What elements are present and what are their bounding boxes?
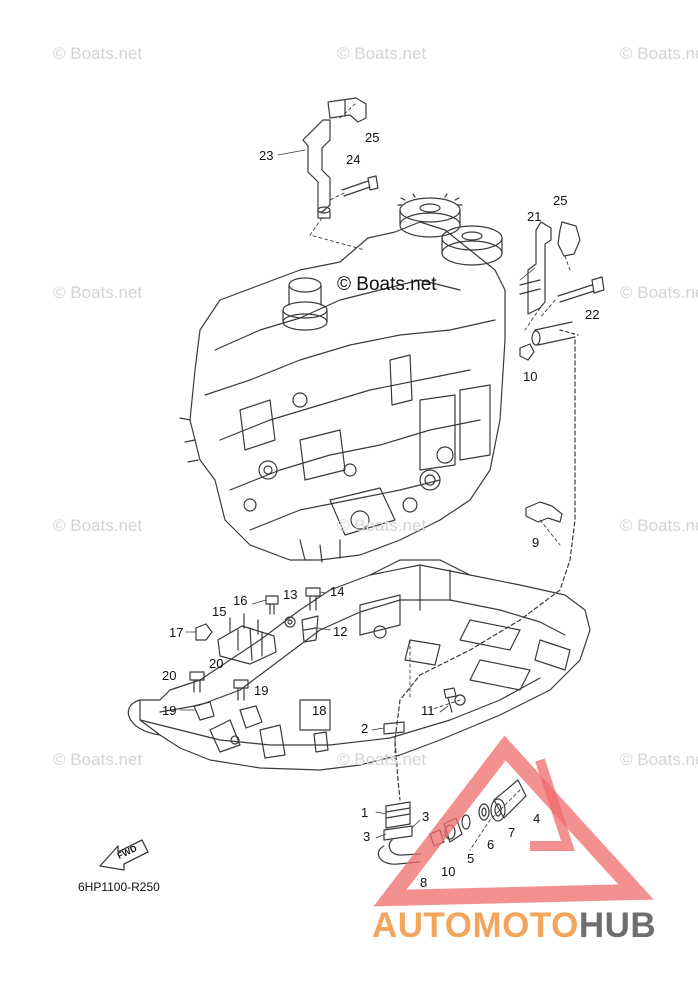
automotohub-logo-text: AUTOMOTOHUB (372, 906, 656, 946)
clip-19-left (193, 701, 215, 721)
washer-7 (478, 803, 490, 821)
clamp-25-right (557, 221, 581, 257)
callout-4: 4 (533, 811, 541, 826)
watermark: © Boats.net (53, 283, 143, 302)
ring-6 (461, 814, 471, 830)
watermark: © Boats.net (53, 516, 143, 535)
callout-13: 13 (283, 587, 298, 602)
leader-lines (309, 103, 571, 851)
watermark: © Boats.net (53, 750, 143, 769)
fwd-arrow-icon (99, 839, 149, 871)
callout-5: 5 (467, 851, 475, 866)
clip-9 (525, 501, 563, 523)
grommet-13 (284, 616, 296, 628)
crank-sprocket (282, 277, 328, 331)
clip-19-right (239, 705, 263, 729)
harness-route (394, 339, 576, 801)
plate-2 (383, 721, 405, 735)
watermark: © Boats.net (53, 44, 143, 63)
engine-block (179, 221, 506, 563)
callout-10: 10 (523, 369, 538, 384)
bottom-cowling (127, 559, 591, 771)
bracket-23 (302, 119, 331, 219)
callout-3: 3 (422, 809, 430, 824)
callout-19: 19 (254, 683, 269, 698)
center-watermark: © Boats.net (337, 274, 437, 295)
callout-8: 8 (420, 875, 428, 890)
automotohub-logo-icon (373, 735, 654, 907)
watermark: © Boats.net (620, 44, 698, 63)
callout-20: 20 (209, 656, 224, 671)
bolt-14 (305, 587, 321, 611)
callout-25: 25 (553, 193, 568, 208)
callout-12: 12 (333, 624, 348, 639)
bracket-15 (217, 613, 277, 665)
callout-16: 16 (233, 593, 248, 608)
callout-leaders (179, 149, 536, 839)
clip-10-upper (519, 343, 535, 361)
watermark: © Boats.net (620, 283, 698, 302)
bolt-22 (557, 276, 605, 303)
bolt-20-left (189, 671, 205, 693)
callout-15: 15 (212, 604, 227, 619)
bolt-16 (265, 595, 279, 615)
watermark: © Boats.net (337, 44, 427, 63)
callout-11: 11 (421, 703, 435, 718)
hose-fitting (531, 321, 576, 346)
cam-sprocket-right (441, 225, 503, 266)
cam-sprocket-left (397, 193, 463, 238)
callout-9: 9 (532, 535, 540, 550)
diagram-part-number: 6HP1100-R250 (78, 880, 160, 894)
bracket-21 (519, 221, 552, 315)
grommet-18 (313, 731, 329, 753)
watermark: © Boats.net (337, 750, 427, 769)
callout-7: 7 (508, 825, 516, 840)
callout-23: 23 (259, 148, 274, 163)
clamp-25-upper (327, 97, 367, 123)
bolt-20-right (233, 679, 249, 701)
callout-3: 3 (363, 829, 371, 844)
bolt-24 (341, 175, 379, 197)
brand-part-1: AUTOMOTO (372, 906, 579, 945)
watermark: © Boats.net (337, 516, 427, 535)
callout-6: 6 (487, 837, 495, 852)
callout-18: 18 (312, 703, 327, 718)
brand-part-2: HUB (578, 906, 657, 945)
callout-25: 25 (365, 130, 380, 145)
callout-17: 17 (169, 625, 184, 640)
hose-8 (377, 839, 421, 865)
callout-21: 21 (527, 209, 542, 224)
callout-20: 20 (162, 668, 177, 683)
nut-17 (195, 623, 213, 641)
grommet-1 (385, 801, 411, 829)
watermark: © Boats.net (620, 516, 698, 535)
callout-19: 19 (162, 703, 177, 718)
callout-24: 24 (346, 152, 361, 167)
callout-2: 2 (361, 721, 369, 736)
callout-1: 1 (361, 805, 369, 820)
callout-22: 22 (585, 307, 600, 322)
clamps-3 (383, 825, 413, 841)
callout-14: 14 (330, 584, 345, 599)
watermark: © Boats.net (620, 750, 698, 769)
clamp-12 (301, 615, 319, 643)
bolt-11 (443, 687, 457, 713)
callout-10: 10 (441, 864, 456, 879)
grommet-4 (490, 779, 527, 822)
